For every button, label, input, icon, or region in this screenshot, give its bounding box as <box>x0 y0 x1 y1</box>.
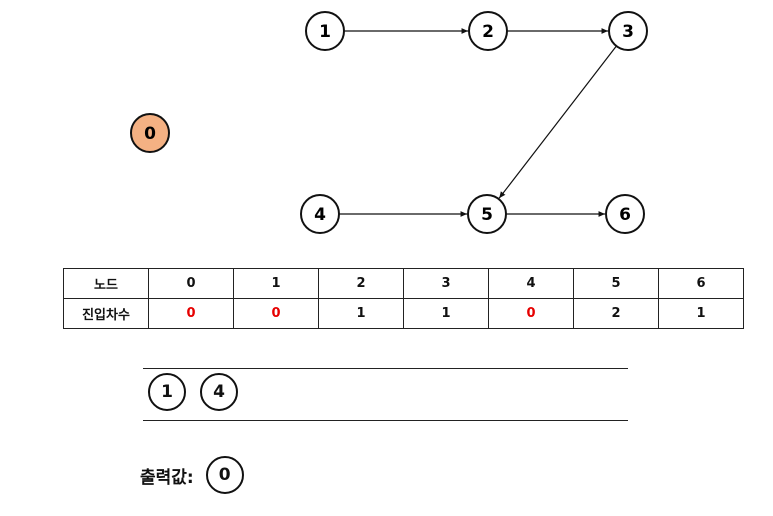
queue-item: 4 <box>200 373 238 411</box>
node-circle <box>468 11 508 51</box>
node-circle <box>300 194 340 234</box>
table-cell-indegree: 2 <box>573 298 659 329</box>
graph-node-0: 0 <box>130 113 170 153</box>
row-header-indegree: 진입차수 <box>63 298 149 329</box>
graph-node-3: 3 <box>608 11 648 51</box>
table-cell-node: 5 <box>573 268 659 299</box>
queue-top-border <box>143 368 628 369</box>
graph-node-2: 2 <box>468 11 508 51</box>
table-cell-node: 2 <box>318 268 404 299</box>
table-cell-node: 6 <box>658 268 744 299</box>
graph-node-5: 5 <box>467 194 507 234</box>
graph-node-6: 6 <box>605 194 645 234</box>
table-cell-node: 3 <box>403 268 489 299</box>
queue-item: 1 <box>148 373 186 411</box>
table-cell-indegree: 1 <box>658 298 744 329</box>
output-section: 출력값: 0 <box>140 456 244 494</box>
node-label: 4 <box>314 205 326 225</box>
output-label: 출력값: <box>140 467 194 488</box>
table-row-indegree: 진입차수 0 0 1 1 0 2 1 <box>63 298 744 329</box>
node-label: 6 <box>619 205 631 225</box>
table-cell-indegree: 0 <box>488 298 574 329</box>
graph-node-1: 1 <box>305 11 345 51</box>
table-cell-indegree: 0 <box>233 298 319 329</box>
node-label: 3 <box>622 22 634 42</box>
indegree-table: 노드 0 1 2 3 4 5 6 진입차수 0 0 1 1 0 2 1 <box>63 268 744 329</box>
node-label: 0 <box>144 124 156 144</box>
node-circle <box>305 11 345 51</box>
edge-3-5 <box>498 45 617 199</box>
node-label: 5 <box>481 205 493 225</box>
node-circle <box>605 194 645 234</box>
node-label: 1 <box>319 22 331 42</box>
node-circle <box>608 11 648 51</box>
queue-bottom-border <box>143 420 628 421</box>
table-row-nodes: 노드 0 1 2 3 4 5 6 <box>63 268 744 299</box>
table-cell-indegree: 1 <box>403 298 489 329</box>
output-item: 0 <box>205 456 244 494</box>
graph-node-4: 4 <box>300 194 340 234</box>
row-header-node: 노드 <box>63 268 149 299</box>
node-circle <box>467 194 507 234</box>
node-label: 2 <box>482 22 494 42</box>
table-cell-node: 4 <box>488 268 574 299</box>
table-cell-node: 0 <box>148 268 234 299</box>
table-cell-node: 1 <box>233 268 319 299</box>
queue: 1 4 <box>148 373 238 411</box>
table-cell-indegree: 1 <box>318 298 404 329</box>
dag-diagram: 0 1 2 3 4 5 6 <box>130 11 648 234</box>
table-cell-indegree: 0 <box>148 298 234 329</box>
node-circle <box>130 113 170 153</box>
